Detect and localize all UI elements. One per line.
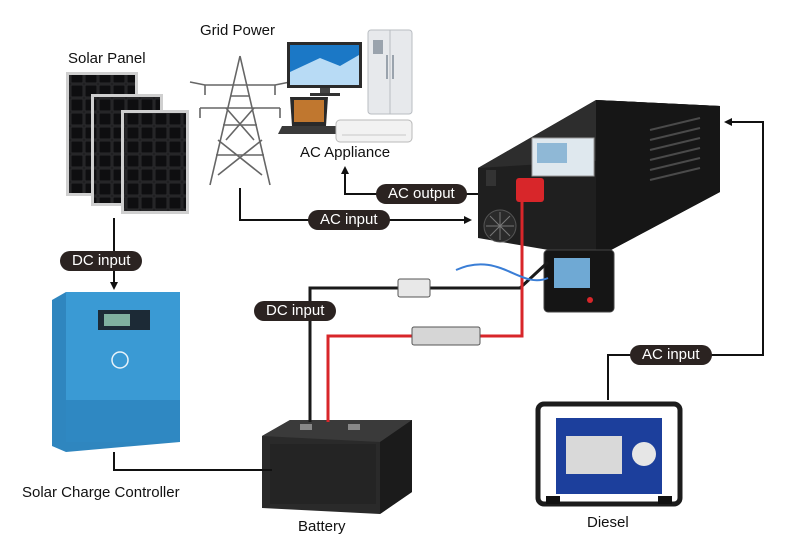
controller-to-battery-line xyxy=(113,452,272,471)
transmission-tower xyxy=(189,55,301,186)
air-conditioner xyxy=(335,119,413,143)
solar-charge-controller-label: Solar Charge Controller xyxy=(22,484,180,501)
battery-negative-wire xyxy=(308,286,398,422)
battery-positive-wire xyxy=(326,334,412,422)
remote-lcd-panel xyxy=(543,249,615,313)
ac-output-label: AC output xyxy=(376,184,467,204)
inverter xyxy=(478,100,720,258)
battery xyxy=(262,420,412,514)
lcd-signal-cable xyxy=(455,263,549,282)
solar-panel-3 xyxy=(121,110,189,214)
fuses xyxy=(397,278,481,346)
diesel-to-inverter-line xyxy=(607,118,764,400)
grid-power-label: Grid Power xyxy=(200,22,276,39)
diesel-generator xyxy=(535,401,683,507)
battery-positive-wire-2 xyxy=(480,196,524,338)
ac-appliance-label: AC Appliance xyxy=(300,144,391,161)
diesel-label: Diesel xyxy=(587,514,629,531)
ac-input-diesel-label: AC input xyxy=(630,345,712,365)
refrigerator xyxy=(367,29,413,115)
laptop xyxy=(278,97,340,134)
battery-label: Battery xyxy=(298,518,346,535)
grid-to-inverter-line xyxy=(239,188,472,224)
ac-input-grid-label: AC input xyxy=(308,210,390,230)
ac-appliances xyxy=(278,29,413,143)
battery-negative-wire-2 xyxy=(430,260,550,290)
flow-lines xyxy=(110,118,764,471)
solar-charge-controller xyxy=(52,292,180,452)
dc-input-solar-label: DC input xyxy=(60,251,143,271)
solar-panel-label: Solar Panel xyxy=(68,50,146,67)
solar-panel-array xyxy=(66,72,189,214)
monitor xyxy=(287,42,362,96)
dc-input-battery-label: DC input xyxy=(254,301,337,321)
